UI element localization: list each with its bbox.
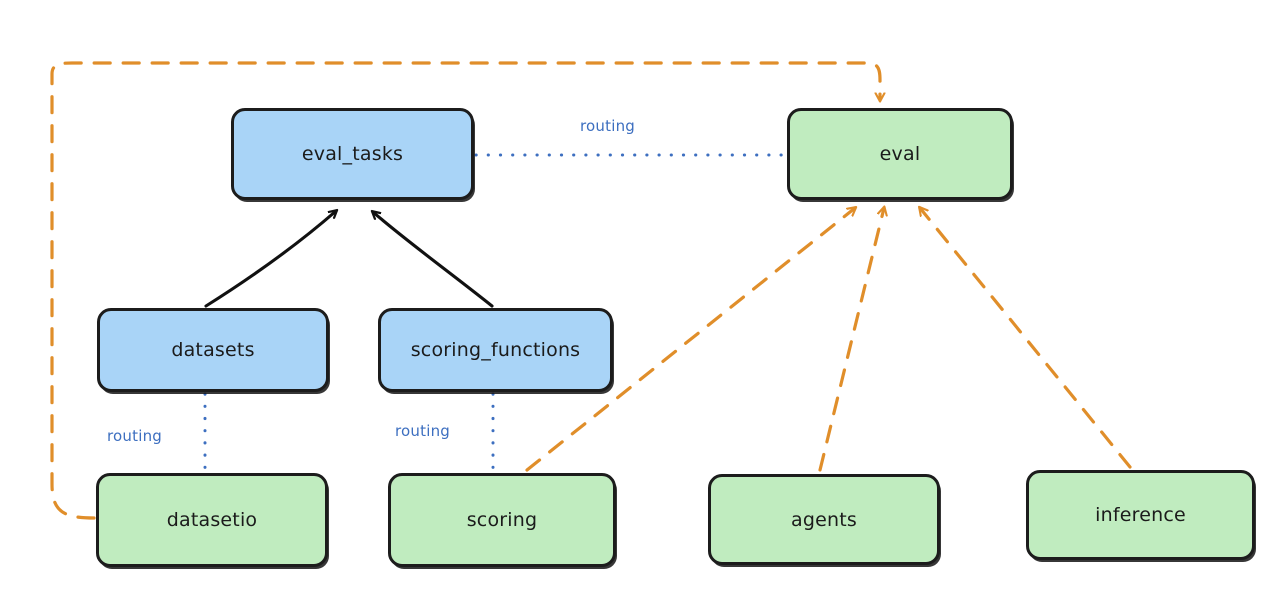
edge-label-routing-eval-tasks-eval: routing [580, 117, 635, 135]
node-label-datasets: datasets [171, 339, 255, 361]
node-scoring[interactable]: scoring [388, 473, 616, 567]
node-label-agents: agents [791, 508, 857, 531]
node-eval[interactable]: eval [787, 108, 1013, 200]
node-label-eval-tasks: eval_tasks [301, 143, 404, 165]
node-label-inference: inference [1095, 504, 1186, 526]
node-label-scoring-functions: scoring_functions [410, 339, 581, 361]
edge-inference-to-eval [920, 208, 1132, 469]
edge-agents-to-eval [818, 208, 884, 472]
node-inference[interactable]: inference [1026, 470, 1255, 560]
edge-scoring-functions-to-eval-tasks [373, 212, 494, 308]
node-label-scoring: scoring [466, 509, 538, 531]
edge-label-routing-scoring-functions-scoring: routing [395, 422, 450, 440]
node-datasets[interactable]: datasets [97, 308, 329, 392]
node-scoring-functions[interactable]: scoring_functions [378, 308, 613, 392]
node-datasetio[interactable]: datasetio [96, 473, 328, 567]
node-label-eval: eval [879, 143, 921, 165]
edge-label-routing-datasets-datasetio: routing [107, 427, 162, 445]
node-agents[interactable]: agents [708, 474, 940, 565]
edge-datasets-to-eval-tasks [204, 211, 336, 308]
node-eval-tasks[interactable]: eval_tasks [231, 108, 474, 200]
node-label-datasetio: datasetio [166, 509, 258, 531]
